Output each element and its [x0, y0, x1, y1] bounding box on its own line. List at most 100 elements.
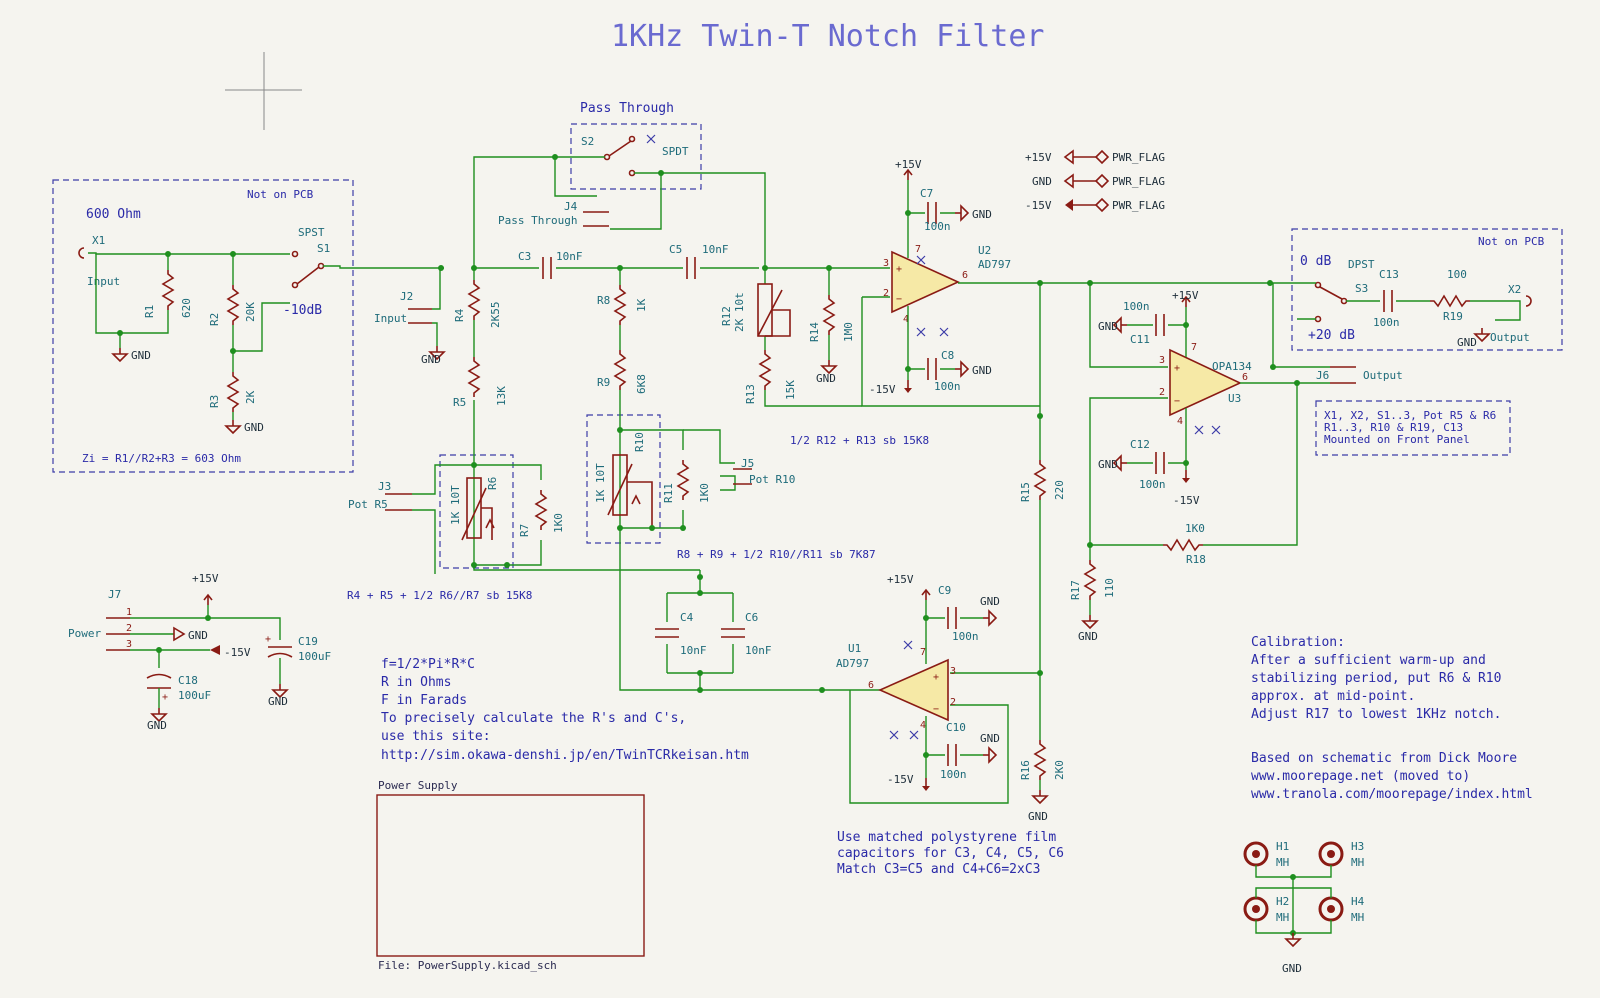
r2-ref: R2: [208, 313, 221, 326]
r11-val: 1K0: [698, 483, 711, 503]
c18-val: 100uF: [178, 689, 211, 702]
r6-val: 1K 10T: [449, 485, 462, 525]
s2-switch: S2 SPDT: [581, 134, 689, 177]
r2-val: 20K: [244, 302, 257, 322]
svg-text:1: 1: [126, 607, 132, 618]
u3-val: OPA134: [1212, 360, 1252, 373]
front-panel-note-2: R1..3, R10 & R19, C13: [1324, 421, 1463, 434]
h2-val: MH: [1276, 911, 1289, 924]
u2-ref: U2: [978, 244, 991, 257]
m15-j7: -15V: [224, 646, 251, 659]
p15-u2: +15V: [895, 158, 922, 171]
plus20db-label: +20 dB: [1308, 328, 1355, 343]
r5-ref: R5: [453, 396, 466, 409]
gnd-r17: GND: [1078, 630, 1098, 643]
polystyrene-note: Use matched polystyrene film capacitors …: [837, 830, 1064, 877]
gnd-c19: GND: [268, 695, 288, 708]
gnd-r16: GND: [1028, 810, 1048, 823]
output-section-box: [1291, 228, 1563, 351]
not-on-pcb-label-left: Not on PCB: [247, 188, 314, 201]
svg-text:2: 2: [126, 623, 132, 634]
c19-val: 100uF: [298, 650, 331, 663]
svg-text:2: 2: [1159, 387, 1165, 398]
ohm600-label: 600 Ohm: [86, 207, 141, 222]
u2-opamp: + − 3 2 6 7 4 U2 AD797: [883, 244, 1011, 337]
r16-val: 2K0: [1053, 760, 1066, 780]
j7-connector: J7 Power 123: [68, 588, 132, 651]
j7-label: Power: [68, 627, 101, 640]
c12-val: 100n: [1139, 478, 1166, 491]
r9-ref: R9: [597, 376, 610, 389]
credits-note: Based on schematic from Dick Moore www.m…: [1251, 751, 1533, 802]
minus10db-label: -10dB: [283, 303, 322, 318]
r6-potentiometer: R6 1K 10T: [449, 477, 499, 541]
formula-line-2: R in Ohms: [381, 675, 451, 690]
c13-val: 100n: [1373, 316, 1400, 329]
gnd-r14: GND: [816, 372, 836, 385]
power-supply-sheet[interactable]: Power Supply File: PowerSupply.kicad_sch: [376, 779, 645, 972]
r11-ref: R11: [662, 483, 675, 503]
c10-ref: C10: [946, 721, 966, 734]
c18-ref: C18: [178, 674, 198, 687]
front-panel-note-box: [1315, 400, 1511, 456]
j7-ref: J7: [108, 588, 121, 601]
gnd-r3: GND: [244, 421, 264, 434]
svg-text:3: 3: [950, 666, 956, 677]
svg-text:7: 7: [915, 244, 921, 255]
credits-line-2: www.moorepage.net (moved to): [1251, 769, 1470, 784]
r17-ref: R17: [1069, 580, 1082, 600]
s3-val: DPST: [1348, 258, 1375, 271]
calibration-line-2: After a sufficient warm-up and: [1251, 653, 1486, 668]
formula-line-4: To precisely calculate the R's and C's,: [381, 711, 686, 726]
c4-ref: C4: [680, 611, 694, 624]
gnd-flag-net: GND: [1032, 175, 1052, 188]
c9-ref: C9: [938, 584, 951, 597]
gnd-c18: GND: [147, 719, 167, 732]
c8-val: 100n: [934, 380, 961, 393]
mounting-holes: H1 MH H3 MH H2 MH H4 MH GND: [1243, 840, 1365, 975]
c8-ref: C8: [941, 349, 954, 362]
h1-ref: H1: [1276, 840, 1289, 853]
x1-label: Input: [87, 275, 120, 288]
c3-val: 10nF: [556, 250, 583, 263]
x2-jack: X2 Output GND: [1457, 283, 1532, 349]
j6-ref: J6: [1316, 369, 1329, 382]
c13-ref: C13: [1379, 268, 1399, 281]
c6-val: 10nF: [745, 644, 772, 657]
j6-connector: J6 Output: [1272, 283, 1403, 384]
svg-text:+: +: [162, 692, 168, 703]
svg-text:6: 6: [868, 680, 874, 691]
u3-ref: U3: [1228, 392, 1241, 405]
h3-val: MH: [1351, 856, 1364, 869]
schematic-title: 1KHz Twin-T Notch Filter: [611, 19, 1044, 54]
p15-j7: +15V: [192, 572, 219, 585]
gnd-c8: GND: [972, 364, 992, 377]
gnd-j7: GND: [188, 629, 208, 642]
c7-ref: C7: [920, 187, 933, 200]
pwr-flag-1: PWR_FLAG: [1112, 151, 1165, 164]
svg-text:−: −: [1174, 396, 1180, 407]
s1-switch: SPST S1: [291, 226, 444, 289]
h3-ref: H3: [1351, 840, 1364, 853]
r9-val: 6K8: [635, 374, 648, 394]
s3-switch: DPST S3: [1314, 258, 1375, 323]
pass-through-box: [570, 123, 702, 190]
c5-ref: C5: [669, 243, 682, 256]
u1-val: AD797: [836, 657, 869, 670]
gnd-c11: GND: [1098, 320, 1118, 333]
input-section-box: [52, 179, 354, 473]
u1-opamp: + − 3 2 6 7 4 U1 AD797: [836, 640, 956, 740]
u1-ref: U1: [848, 642, 861, 655]
p15-flag-net: +15V: [1025, 151, 1052, 164]
c11-ref: C11: [1130, 333, 1150, 346]
svg-text:6: 6: [1242, 372, 1248, 383]
c3-ref: C3: [518, 250, 531, 263]
x2-label: Output: [1490, 331, 1530, 344]
m15-u1: -15V: [887, 773, 914, 786]
svg-text:3: 3: [883, 258, 889, 269]
c5-val: 10nF: [702, 243, 729, 256]
r15-val: 220: [1053, 480, 1066, 500]
r6-ref: R6: [486, 477, 499, 490]
svg-text:+: +: [265, 634, 271, 645]
r5-val: 13K: [495, 386, 508, 406]
